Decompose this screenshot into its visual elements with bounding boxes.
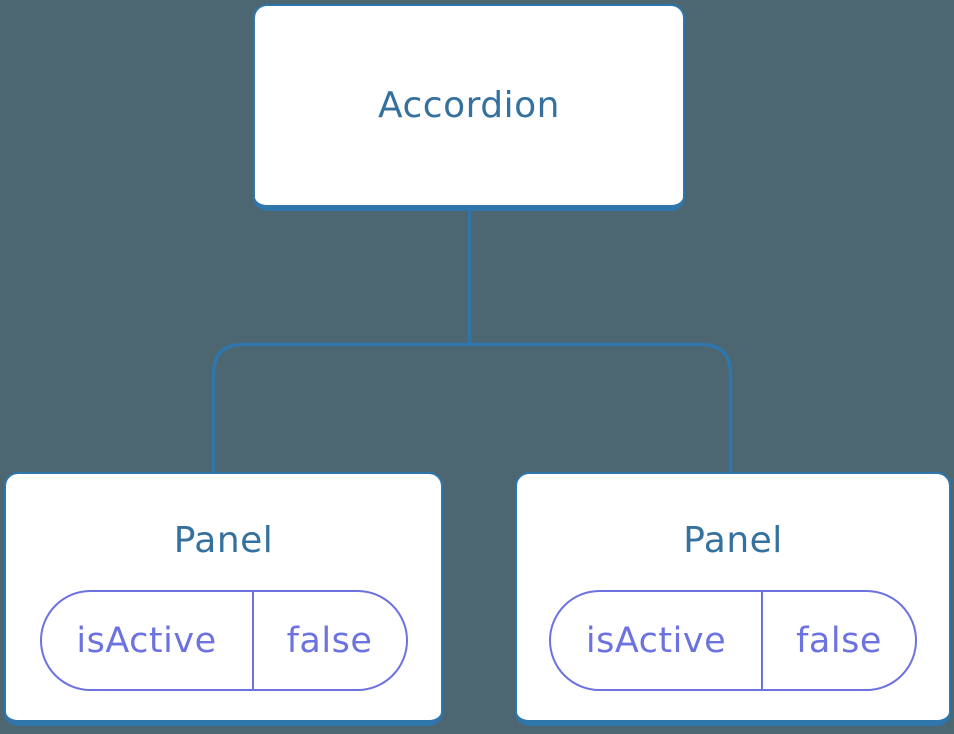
component-label: Panel [683,520,783,561]
prop-value: false [286,620,373,661]
component-label: Accordion [378,84,560,126]
prop-pill: isActive false [549,590,917,691]
branch-connector-line [211,342,733,473]
component-box-accordion: Accordion [253,4,685,211]
component-box-panel-right: Panel isActive false [515,472,951,726]
prop-name: isActive [551,592,763,689]
prop-pill: isActive false [39,590,408,691]
component-label: Panel [173,520,274,561]
prop-name: isActive [42,592,254,689]
prop-value: false [796,620,882,661]
component-box-panel-left: Panel isActive false [4,472,443,726]
